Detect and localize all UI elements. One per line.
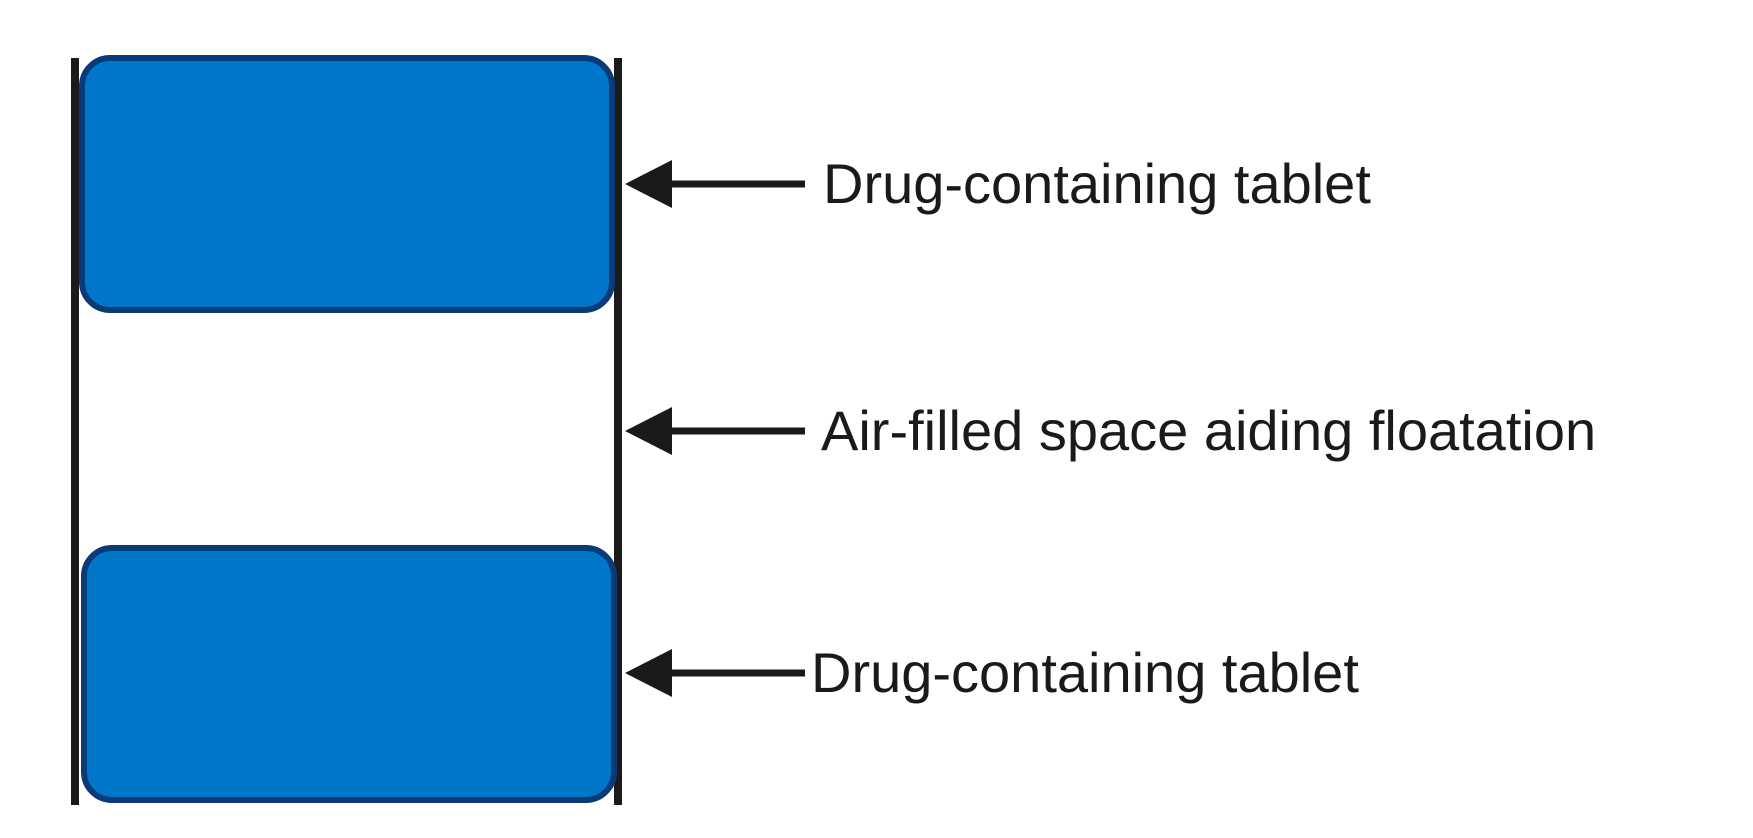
arrow-top-tablet [625,160,805,208]
top-drug-tablet [79,55,615,313]
arrow-air-space [625,407,805,455]
bottom-drug-tablet [81,545,617,803]
arrow-bottom-tablet [625,649,805,697]
label-air-space: Air-filled space aiding floatation [821,399,1596,462]
label-bottom-tablet: Drug-containing tablet [811,641,1359,704]
label-top-tablet: Drug-containing tablet [823,152,1371,215]
